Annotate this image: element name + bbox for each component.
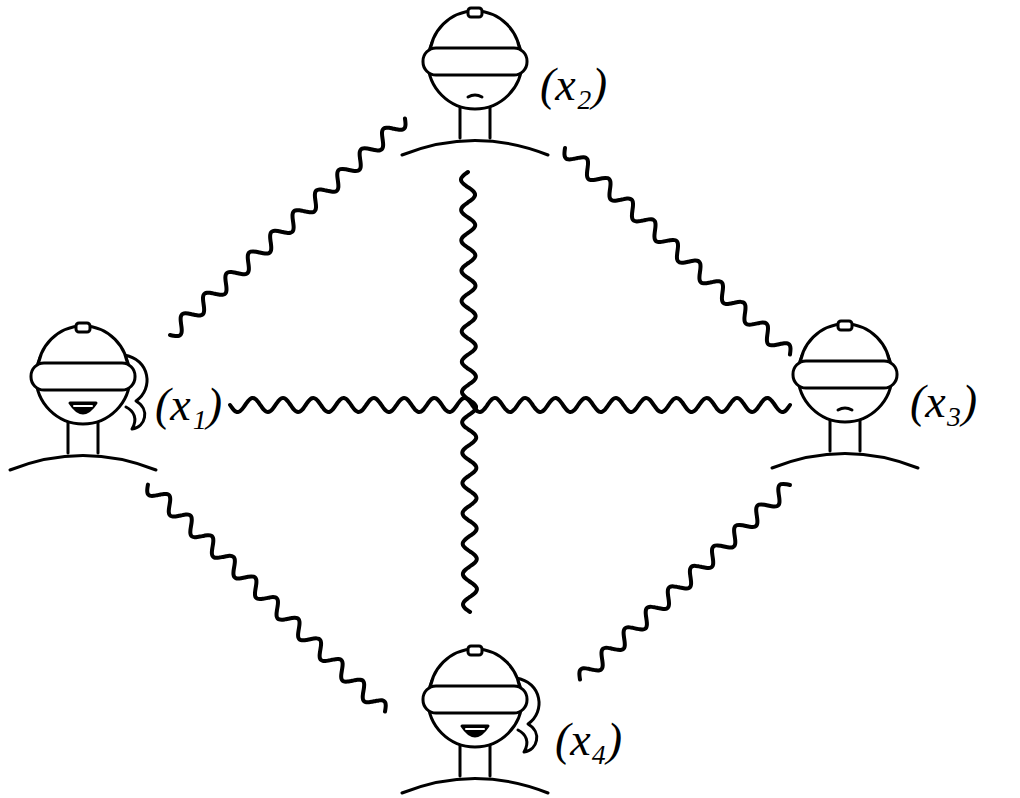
variable-label: (x₁) bbox=[155, 379, 222, 432]
person-icon bbox=[400, 0, 550, 160]
wavy-link bbox=[230, 398, 790, 412]
person-icon bbox=[770, 313, 920, 473]
wavy-link bbox=[147, 485, 386, 712]
variable-label: (x₂) bbox=[540, 59, 607, 112]
variable-label: (x₃) bbox=[910, 376, 977, 429]
person-icon bbox=[400, 638, 550, 798]
wavy-link bbox=[579, 484, 790, 680]
person-node: (x₃) bbox=[770, 313, 977, 473]
person-icon bbox=[8, 315, 158, 475]
variable-label: (x₄) bbox=[555, 714, 622, 767]
person-node: (x₂) bbox=[400, 0, 607, 160]
wavy-link bbox=[461, 172, 477, 612]
person-node: (x₄) bbox=[400, 638, 622, 798]
wavy-link bbox=[564, 148, 790, 355]
wavy-link bbox=[170, 118, 406, 336]
person-node: (x₁) bbox=[8, 315, 222, 475]
